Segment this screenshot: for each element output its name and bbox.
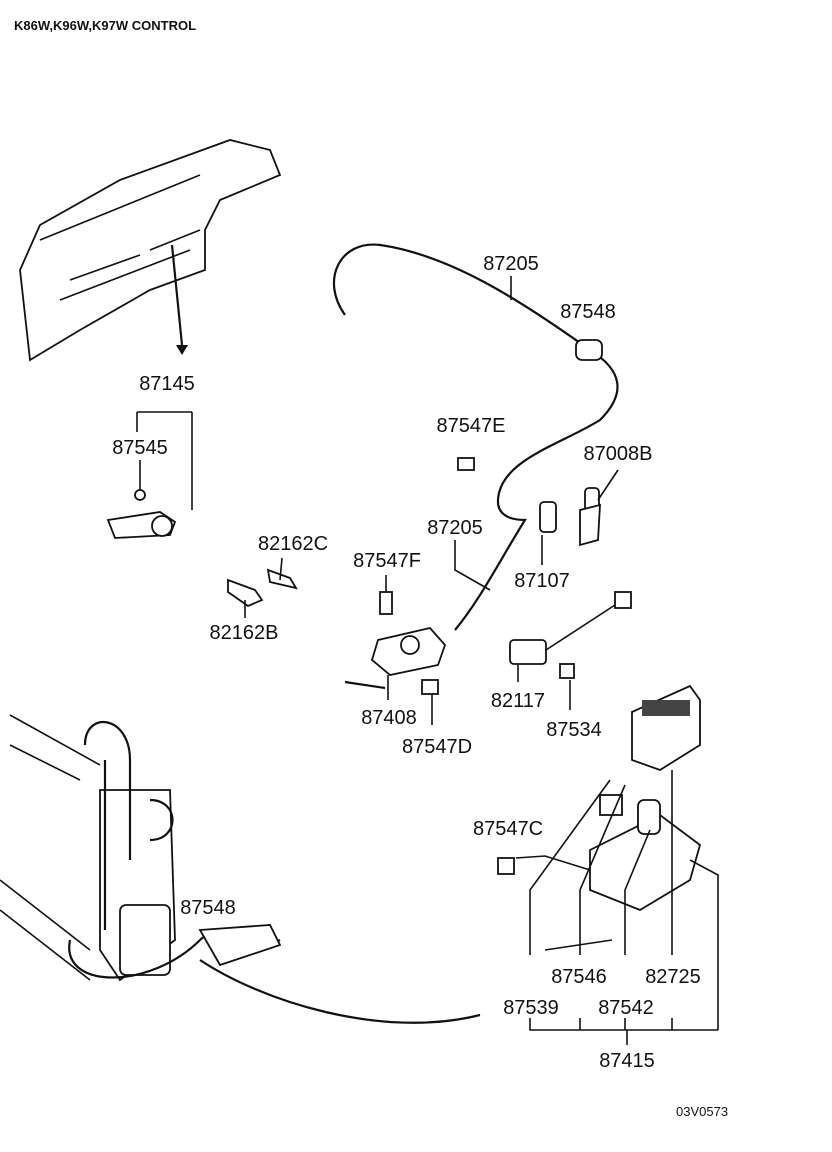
label-87205: 87205 bbox=[483, 253, 539, 275]
label-87145: 87145 bbox=[139, 373, 195, 395]
label-87548-lower: 87548 bbox=[180, 897, 236, 919]
part-labels: 87205 87548 87145 87545 87547E 87008B 87… bbox=[112, 253, 701, 1072]
control-unit-87415 bbox=[497, 684, 719, 1045]
diagram-code: 03V0573 bbox=[676, 1104, 728, 1119]
label-82162C: 82162C bbox=[258, 533, 328, 555]
label-87534: 87534 bbox=[546, 719, 602, 741]
label-87542: 87542 bbox=[598, 997, 654, 1019]
label-82725: 82725 bbox=[645, 966, 701, 988]
label-87546: 87546 bbox=[551, 966, 607, 988]
label-87547C: 87547C bbox=[473, 818, 543, 840]
label-87008B: 87008B bbox=[584, 443, 653, 465]
diagram-title: K86W,K96W,K97W CONTROL bbox=[14, 18, 196, 33]
label-87547E: 87547E bbox=[437, 415, 506, 437]
label-82117: 82117 bbox=[491, 690, 545, 712]
label-87205-lower: 87205 bbox=[427, 517, 483, 539]
label-87547D: 87547D bbox=[402, 736, 472, 758]
label-87415: 87415 bbox=[599, 1050, 655, 1072]
label-87539: 87539 bbox=[503, 997, 559, 1019]
sensor-82117 bbox=[509, 591, 632, 710]
switch-87145 bbox=[106, 411, 193, 539]
dashboard-illustration bbox=[19, 139, 282, 362]
label-87107: 87107 bbox=[514, 570, 570, 592]
label-87545: 87545 bbox=[112, 437, 168, 459]
label-87408: 87408 bbox=[361, 707, 417, 729]
label-87548: 87548 bbox=[560, 301, 616, 323]
label-87547F: 87547F bbox=[353, 550, 421, 572]
small-parts bbox=[227, 457, 619, 618]
label-82162B: 82162B bbox=[210, 622, 279, 644]
control-cable-87205 bbox=[332, 243, 619, 631]
floor-console-illustration bbox=[0, 714, 481, 1024]
lever-87408 bbox=[344, 627, 447, 725]
